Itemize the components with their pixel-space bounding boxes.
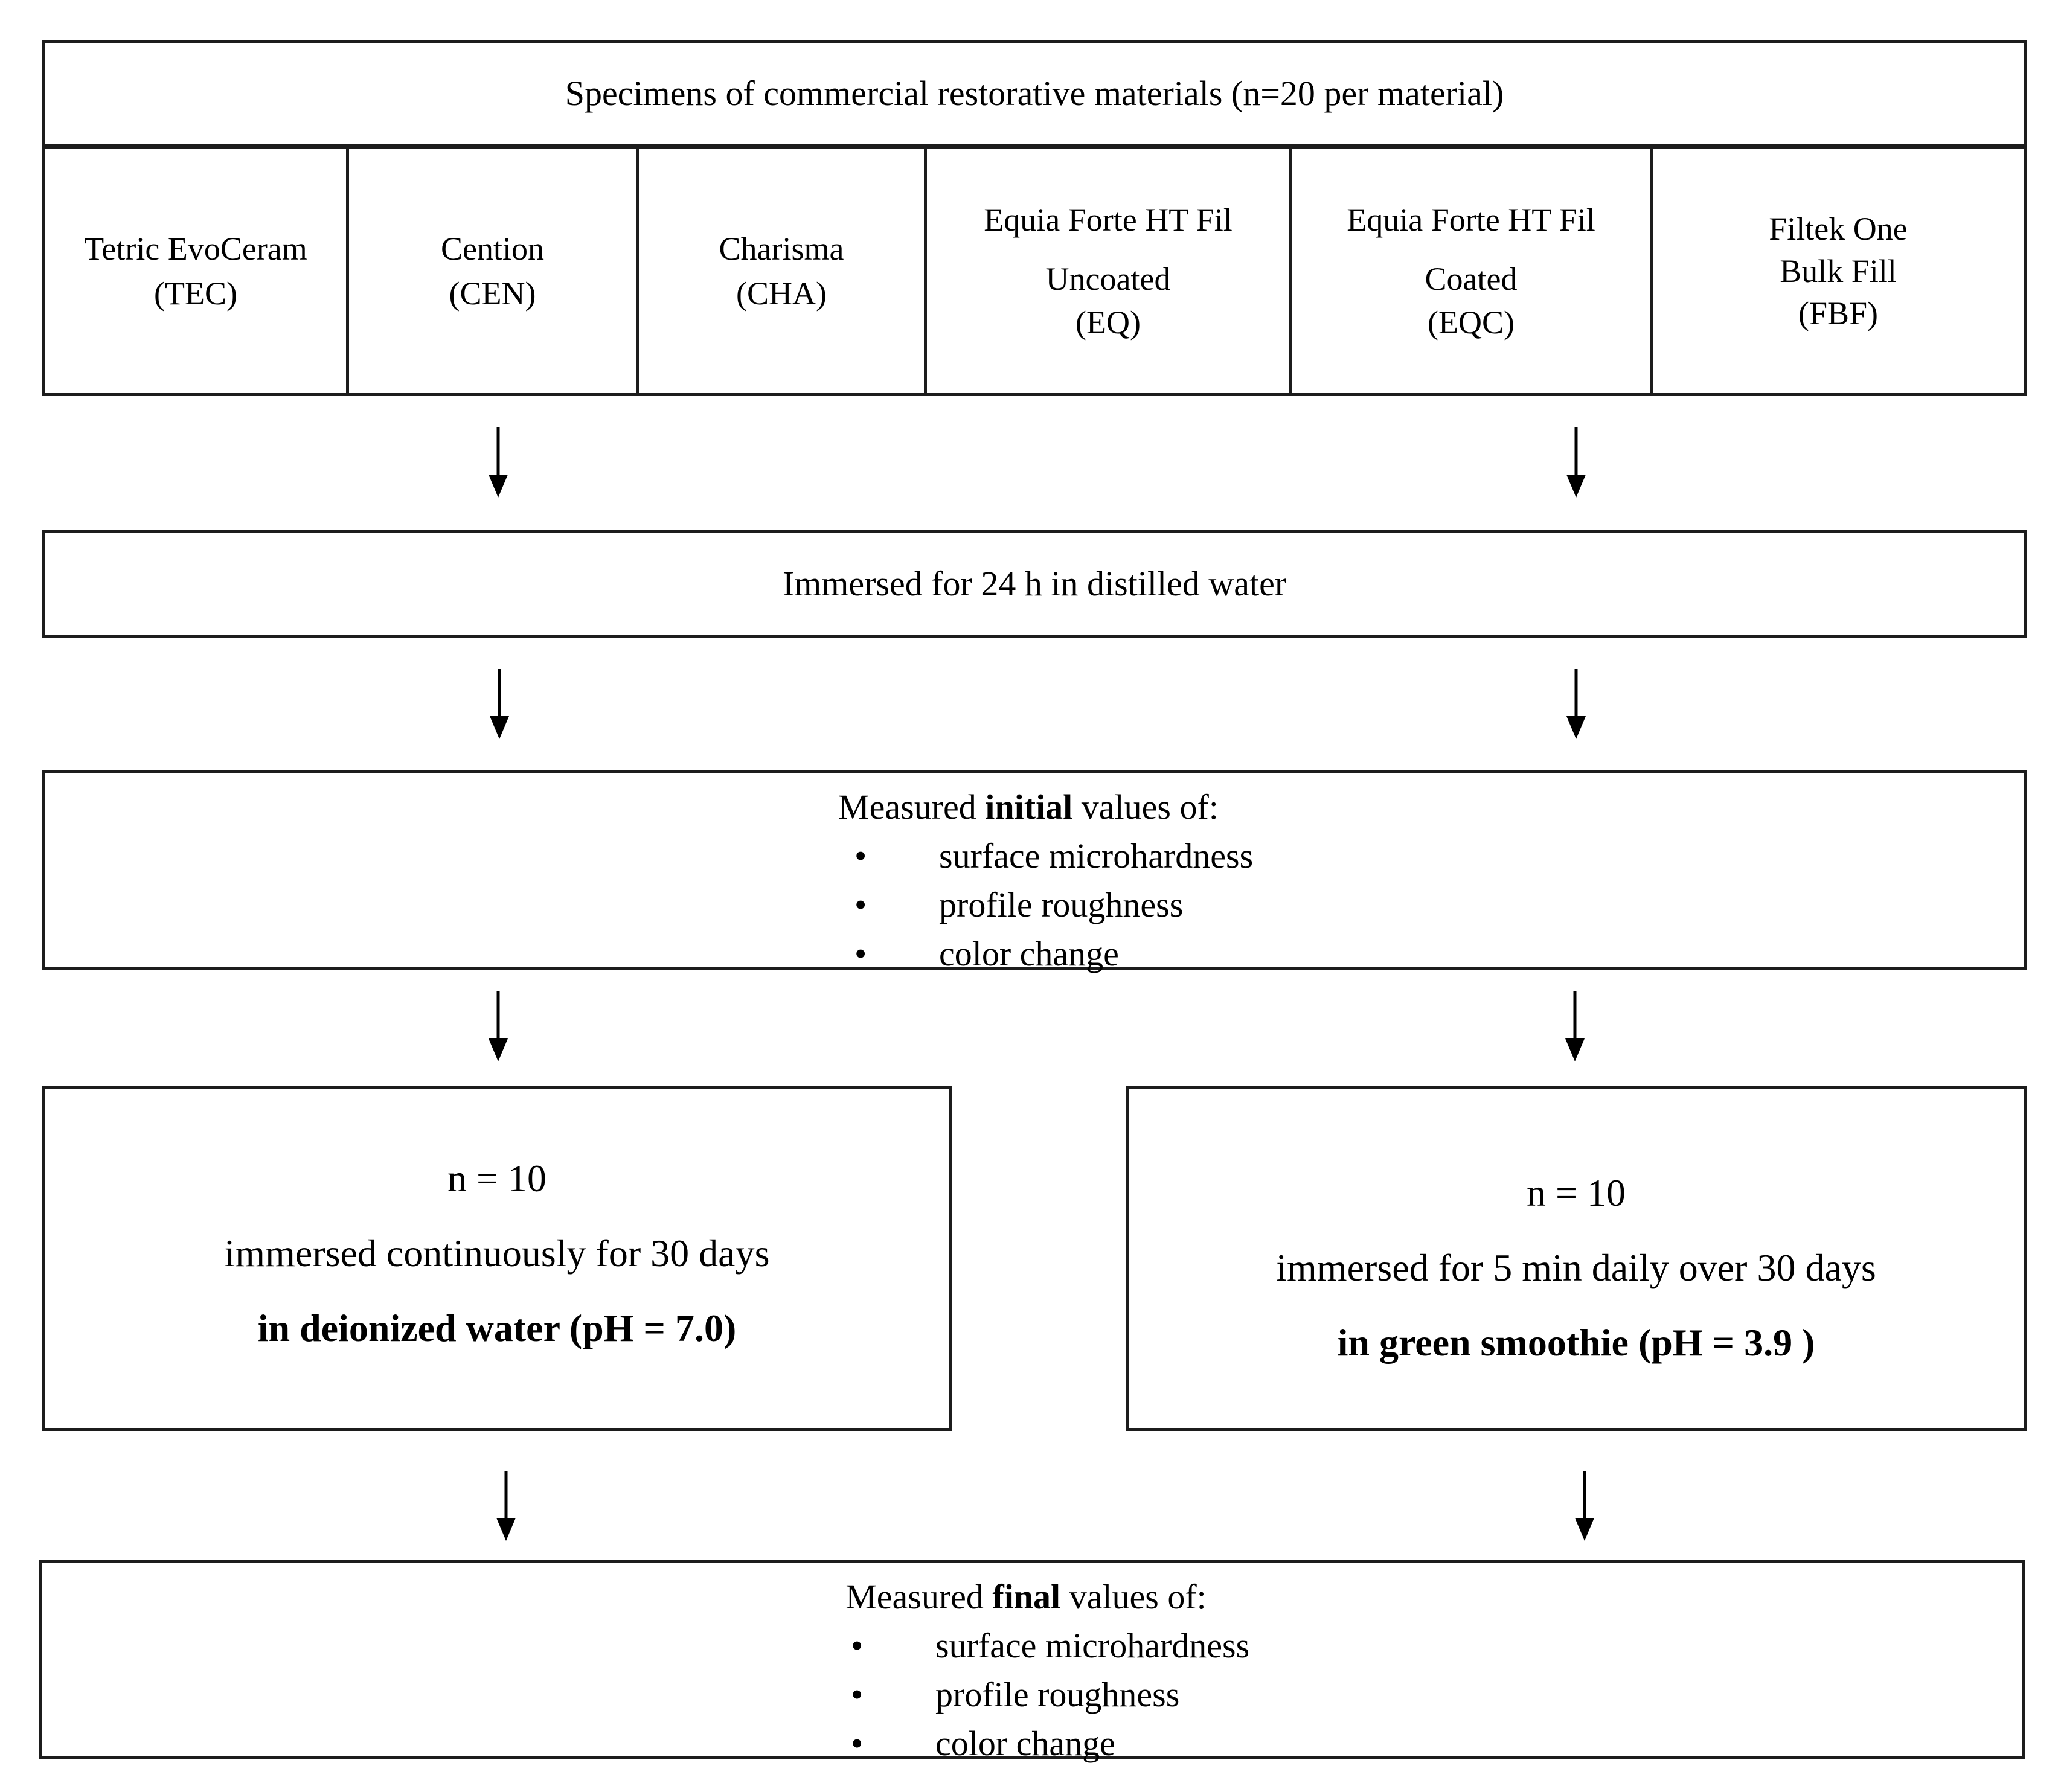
group-procedure: immersed for 5 min daily over 30 days (1276, 1246, 1876, 1289)
group-sample-size: n = 10 (1526, 1171, 1626, 1214)
material-cell-eqc: Equia Forte HT Fil Coated (EQC) (1292, 149, 1653, 393)
material-variant: Uncoated (1045, 260, 1171, 297)
material-cell-eq: Equia Forte HT Fil Uncoated (EQ) (927, 149, 1292, 393)
initial-measurement-box: Measured initial values of: •surface mic… (42, 770, 2027, 973)
group-medium: in green smoothie (pH = 3.9 ) (1337, 1321, 1815, 1364)
material-abbrev: (EQC) (1428, 304, 1515, 341)
material-variant: Coated (1425, 260, 1518, 297)
green-smoothie-group-box: n = 10 immersed for 5 min daily over 30 … (1126, 1086, 2027, 1431)
down-arrow-icon (1566, 669, 1586, 739)
final-emphasis: final (992, 1577, 1061, 1616)
header-text: Specimens of commercial restorative mate… (565, 73, 1504, 113)
final-measurement-list: •surface microhardness •profile roughnes… (851, 1621, 1249, 1768)
material-name: Equia Forte HT Fil (1347, 201, 1595, 238)
material-name: Tetric EvoCeram (84, 230, 307, 267)
header-box: Specimens of commercial restorative mate… (42, 40, 2027, 149)
material-name: Filtek One (1769, 210, 1908, 247)
initial-emphasis: initial (985, 787, 1073, 827)
material-cell-tec: Tetric EvoCeram (TEC) (45, 149, 349, 393)
initial-measurement-title: Measured initial values of: (838, 787, 1219, 827)
material-name: Cention (441, 230, 544, 267)
material-name: Charisma (719, 230, 844, 267)
down-arrow-icon (1565, 991, 1585, 1061)
list-item: •profile roughness (851, 1675, 1180, 1714)
immersion-step-text: Immersed for 24 h in distilled water (782, 564, 1287, 604)
down-arrow-icon (490, 669, 509, 739)
list-item: •profile roughness (854, 885, 1184, 924)
material-abbrev: (EQ) (1075, 304, 1141, 341)
deionized-water-group-box: n = 10 immersed continuously for 30 days… (42, 1086, 952, 1431)
group-sample-size: n = 10 (447, 1157, 547, 1200)
down-arrow-icon (1575, 1471, 1594, 1541)
material-cell-cen: Cention (CEN) (349, 149, 639, 393)
list-item: •surface microhardness (854, 836, 1254, 875)
list-item: •color change (854, 934, 1119, 973)
immersion-step-box: Immersed for 24 h in distilled water (42, 530, 2027, 638)
final-measurement-title: Measured final values of: (845, 1577, 1207, 1616)
material-cell-cha: Charisma (CHA) (639, 149, 927, 393)
materials-row: Tetric EvoCeram (TEC) Cention (CEN) Char… (42, 149, 2027, 396)
down-arrow-icon (496, 1471, 516, 1541)
final-measurement-box: Measured final values of: •surface micro… (39, 1560, 2025, 1763)
material-abbrev: (CHA) (736, 275, 827, 312)
group-procedure: immersed continuously for 30 days (224, 1232, 770, 1275)
down-arrow-icon (489, 991, 508, 1061)
material-name: Equia Forte HT Fil (984, 201, 1233, 238)
group-medium: in deionized water (pH = 7.0) (257, 1307, 737, 1349)
material-cell-fbf: Filtek One Bulk Fill (FBF) (1653, 149, 2024, 393)
material-abbrev: (FBF) (1798, 295, 1879, 331)
material-abbrev: (CEN) (449, 275, 536, 312)
list-item: •color change (851, 1724, 1115, 1763)
material-abbrev: (TEC) (154, 275, 237, 312)
down-arrow-icon (1566, 427, 1586, 498)
material-variant: Bulk Fill (1780, 252, 1897, 289)
down-arrow-icon (489, 427, 508, 498)
initial-measurement-list: •surface microhardness •profile roughnes… (854, 831, 1253, 978)
list-item: •surface microhardness (851, 1626, 1250, 1665)
